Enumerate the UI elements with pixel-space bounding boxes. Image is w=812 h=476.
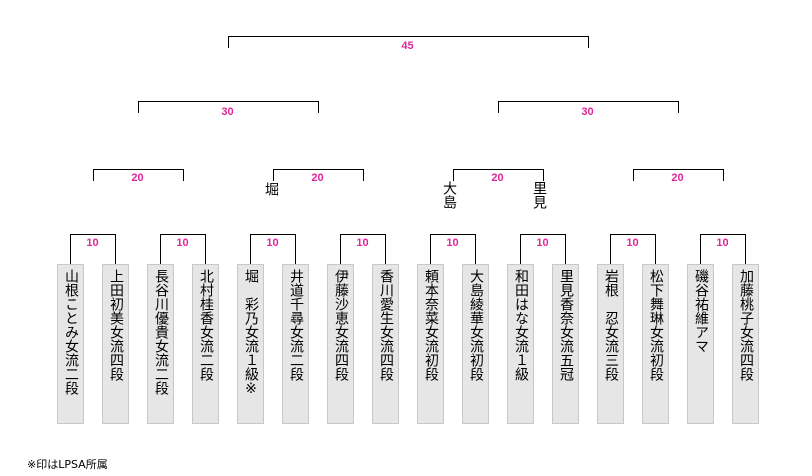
- player-name: 北村桂香女流二段: [198, 269, 214, 381]
- player-name: 井道千尋女流二段: [288, 269, 304, 381]
- round2-bracket: [452, 169, 544, 181]
- round2-points: 20: [311, 172, 324, 184]
- round3-bracket: [497, 101, 679, 113]
- round1-bracket: [340, 234, 386, 264]
- round1-points: 10: [266, 237, 279, 249]
- player-name: 香川愛生女流四段: [378, 269, 394, 381]
- player-name: 上田初美女流四段: [108, 269, 124, 381]
- player-box: 大島綾華女流初段: [462, 264, 489, 424]
- player-box: 里見香奈女流五冠: [552, 264, 579, 424]
- round2-winner-name: 大島: [441, 181, 457, 209]
- player-name: 岩根 忍女流三段: [603, 269, 619, 381]
- player-box: 北村桂香女流二段: [192, 264, 219, 424]
- round1-points: 10: [716, 237, 729, 249]
- round1-points: 10: [536, 237, 549, 249]
- player-box: 磯谷祐維アマ: [687, 264, 714, 424]
- player-name: 加藤桃子女流四段: [738, 269, 754, 381]
- player-name: 松下舞琳女流初段: [648, 269, 664, 381]
- player-name: 長谷川優貴女流二段: [153, 269, 169, 395]
- round1-bracket: [520, 234, 566, 264]
- round2-bracket: [272, 169, 364, 181]
- player-box: 上田初美女流四段: [102, 264, 129, 424]
- player-name: 堀 彩乃女流１級※: [243, 269, 259, 397]
- round1-points: 10: [446, 237, 459, 249]
- player-box: 伊藤沙恵女流四段: [327, 264, 354, 424]
- round1-points: 10: [86, 237, 99, 249]
- round3-points: 30: [581, 106, 594, 118]
- round1-points: 10: [626, 237, 639, 249]
- player-box: 井道千尋女流二段: [282, 264, 309, 424]
- player-name: 頼本奈菜女流初段: [423, 269, 439, 381]
- player-box: 松下舞琳女流初段: [642, 264, 669, 424]
- player-name: 伊藤沙恵女流四段: [333, 269, 349, 381]
- round1-bracket: [70, 234, 116, 264]
- round2-bracket: [632, 169, 724, 181]
- player-box: 和田はな女流１級: [507, 264, 534, 424]
- player-box: 長谷川優貴女流二段: [147, 264, 174, 424]
- round1-points: 10: [176, 237, 189, 249]
- player-box: 堀 彩乃女流１級※: [237, 264, 264, 424]
- round1-bracket: [610, 234, 656, 264]
- player-name: 里見香奈女流五冠: [558, 269, 574, 381]
- footnote: ※印はLPSA所属: [27, 458, 108, 471]
- round3-points: 30: [221, 106, 234, 118]
- round2-points: 20: [491, 172, 504, 184]
- player-box: 山根ことみ女流二段: [57, 264, 84, 424]
- player-box: 岩根 忍女流三段: [597, 264, 624, 424]
- player-box: 加藤桃子女流四段: [732, 264, 759, 424]
- round2-points: 20: [671, 172, 684, 184]
- player-name: 山根ことみ女流二段: [63, 269, 79, 395]
- round1-bracket: [430, 234, 476, 264]
- final-bracket: [227, 36, 589, 48]
- round2-winner-name: 里見: [531, 181, 547, 209]
- round2-bracket: [92, 169, 184, 181]
- round1-points: 10: [356, 237, 369, 249]
- player-box: 頼本奈菜女流初段: [417, 264, 444, 424]
- player-name: 大島綾華女流初段: [468, 269, 484, 381]
- player-box: 香川愛生女流四段: [372, 264, 399, 424]
- final-points: 45: [401, 40, 414, 52]
- player-name: 和田はな女流１級: [513, 269, 529, 381]
- round3-bracket: [137, 101, 319, 113]
- round1-bracket: [700, 234, 746, 264]
- round1-bracket: [250, 234, 296, 264]
- round1-bracket: [160, 234, 206, 264]
- player-name: 磯谷祐維アマ: [693, 269, 709, 353]
- round2-winner-name: 堀: [263, 182, 279, 196]
- round2-points: 20: [131, 172, 144, 184]
